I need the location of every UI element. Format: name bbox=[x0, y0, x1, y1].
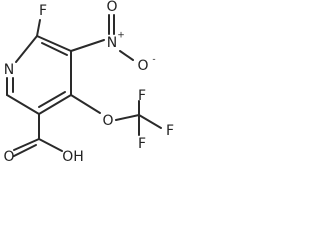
atom-ring-nitrogen: N bbox=[4, 62, 14, 78]
bond-ring-c2-to-c3 bbox=[36, 35, 72, 52]
bond-nitro-n-to-o-right bbox=[119, 50, 134, 61]
atom-ether-oxygen: O bbox=[102, 113, 113, 129]
bond-acid-c-to-o-double-2 bbox=[13, 144, 37, 157]
atom-acid-hydroxyl: OH bbox=[62, 149, 84, 165]
bond-ring-c4-to-c5-double bbox=[38, 91, 66, 108]
bond-cf3-c-to-f-right bbox=[138, 114, 162, 129]
atom-nitro-oxygen-top: O bbox=[106, 0, 117, 15]
bond-acid-c-to-oh bbox=[38, 138, 63, 152]
atom-nitro-oxygen-right: O bbox=[137, 58, 148, 74]
atom-nitro-nitrogen: N bbox=[107, 35, 117, 51]
bond-ether-o-to-cf3-c bbox=[115, 114, 140, 121]
nitro-oxygen-minus-charge: - bbox=[152, 55, 155, 65]
atom-cf3-fluorine-top: F bbox=[138, 88, 146, 104]
bond-acid-c-to-o-double bbox=[13, 138, 40, 151]
atom-acid-oxygen-double: O bbox=[3, 149, 14, 165]
bond-ring-c4-to-c5 bbox=[38, 94, 72, 115]
bond-c3-to-nitro-n bbox=[70, 39, 105, 52]
bond-ring-c5-to-c6 bbox=[6, 94, 40, 115]
structure-diagram: N F N + O O - O F F F O OH bbox=[3, 0, 174, 165]
bond-c4-to-ether-o bbox=[70, 94, 101, 114]
atom-ring-fluorine: F bbox=[39, 3, 47, 19]
nitro-nitrogen-plus-charge: + bbox=[117, 31, 125, 41]
bond-ring-c2-to-c3-double bbox=[41, 42, 68, 56]
atom-cf3-fluorine-right: F bbox=[166, 123, 174, 139]
bond-c2-to-f bbox=[36, 19, 41, 37]
atom-cf3-fluorine-bottom: F bbox=[138, 136, 146, 152]
bond-ring-n-to-c2 bbox=[15, 35, 38, 63]
